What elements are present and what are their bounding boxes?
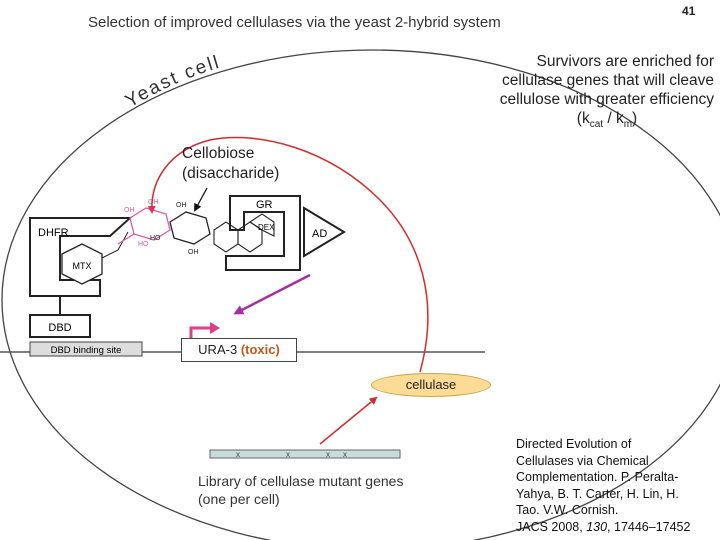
dhfr-hook — [29, 217, 133, 297]
activation-arrow — [233, 273, 311, 315]
svg-text:x: x — [326, 450, 330, 459]
dbd-label: DBD — [48, 322, 71, 334]
dbd-binding-site-label: DBD binding site — [51, 345, 122, 356]
library-gene-strip — [209, 449, 401, 459]
yeast-cell-membrane — [1, 49, 720, 540]
cellobiose-pointer — [194, 187, 208, 212]
dbd-binding-site — [29, 341, 143, 357]
ura3-gene-box: URA-3 (toxic) — [181, 338, 297, 362]
ad-label: AD — [312, 228, 327, 240]
expression-arrow — [319, 396, 378, 445]
mtx-molecule — [61, 243, 103, 285]
ad-domain — [303, 206, 346, 258]
gr-hook — [225, 195, 301, 271]
svg-text:HO: HO — [138, 241, 149, 248]
gr-label: GR — [256, 199, 273, 211]
svg-text:x: x — [343, 450, 347, 459]
citation: Directed Evolution of Cellulases via Che… — [516, 437, 691, 534]
survivors-note: Survivors are enriched for cellulase gen… — [499, 53, 714, 131]
svg-text:x: x — [236, 450, 240, 459]
dex-steroid — [213, 213, 275, 253]
slide-title: Selection of improved cellulases via the… — [88, 14, 501, 31]
cellobiose-label: Cellobiose (disaccharide) — [182, 145, 280, 182]
cellulase-enzyme: cellulase — [371, 373, 491, 397]
svg-text:x: x — [286, 450, 290, 459]
svg-text:OH: OH — [176, 202, 187, 209]
svg-text:HO: HO — [150, 235, 161, 242]
cellobiose-molecule: OH OH HO OH HO OH — [117, 199, 211, 256]
cleavage-arrow — [147, 136, 429, 373]
svg-text:OH: OH — [124, 207, 135, 214]
page-number: 41 — [682, 4, 696, 18]
mtx-label: MTX — [73, 261, 92, 271]
svg-text:OH: OH — [148, 199, 159, 206]
dex-label: DEX — [258, 223, 275, 232]
svg-text:OH: OH — [188, 249, 199, 256]
yeast-cell-label: Yeast cell — [122, 52, 223, 113]
dhfr-label: DHFR — [38, 227, 69, 239]
library-label: Library of cellulase mutant genes (one p… — [198, 473, 404, 507]
promoter-arrow — [189, 326, 212, 338]
